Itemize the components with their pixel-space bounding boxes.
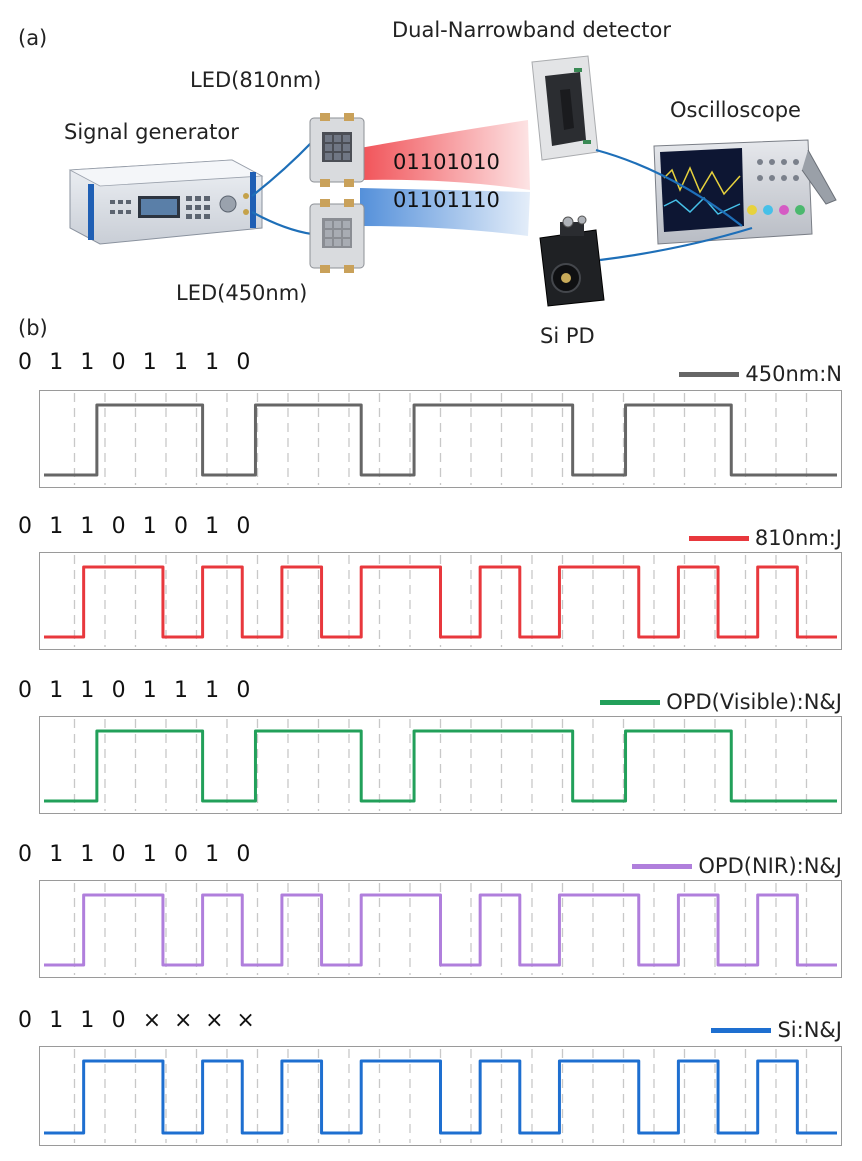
bit: 1 (142, 678, 157, 703)
blue-beam (360, 188, 530, 236)
legend-swatch (688, 535, 749, 541)
detector-icon (531, 55, 599, 161)
bit: × (236, 1008, 255, 1033)
legend-text: Si:N&J (777, 1018, 842, 1042)
legend-nir: OPD(NIR):N&J (632, 854, 842, 878)
bit: × (173, 1008, 193, 1033)
trace-nir-plot (44, 883, 837, 975)
bit: 0 (18, 842, 32, 867)
bit: 1 (205, 842, 220, 867)
oscilloscope-label: Oscilloscope (670, 98, 801, 122)
bit: 1 (205, 678, 220, 703)
red-beam (360, 120, 530, 190)
led-810-label: LED(810nm) (190, 68, 322, 92)
legend-810: 810nm:J (688, 526, 842, 550)
trace-visible-plot (44, 719, 837, 811)
setup-diagram (68, 55, 837, 307)
bit: 0 (18, 1008, 32, 1033)
bit: 0 (18, 678, 32, 703)
bit: 0 (111, 1008, 126, 1033)
bit: 1 (142, 842, 157, 867)
bit: 1 (142, 514, 157, 539)
bit: 0 (236, 350, 251, 375)
trace-box-si (39, 1046, 842, 1146)
trace-box-visible (39, 716, 842, 814)
legend-si: Si:N&J (711, 1018, 842, 1042)
bit: 1 (173, 678, 188, 703)
trace-line-t810 (44, 565, 837, 639)
bit: 1 (80, 350, 95, 375)
si-pd-icon (539, 215, 605, 307)
bit: × (205, 1008, 224, 1033)
bit: 1 (80, 842, 95, 867)
bit: 1 (205, 350, 220, 375)
panel-a-label: (a) (18, 26, 48, 50)
led-810-icon (309, 113, 365, 187)
trace-box-450 (39, 390, 842, 488)
detector-label: Dual-Narrowband detector (392, 18, 671, 42)
trace-line-tnir (44, 893, 837, 967)
panel-b-label: (b) (18, 316, 48, 340)
bit: × (142, 1008, 162, 1033)
bit: 1 (80, 1008, 95, 1033)
bit: 0 (173, 842, 188, 867)
code-red: 01101010 (393, 150, 500, 174)
legend-swatch (679, 371, 740, 377)
legend-text: OPD(Visible):N&J (666, 690, 842, 714)
bit: 0 (236, 842, 251, 867)
trace-si-plot (44, 1049, 837, 1143)
oscilloscope-icon (653, 139, 837, 245)
led-450-label: LED(450nm) (176, 281, 308, 305)
trace-line-t450 (44, 403, 837, 477)
legend-450: 450nm:N (679, 362, 842, 386)
bit: 0 (111, 514, 126, 539)
bit: 0 (111, 350, 126, 375)
led-450-icon (309, 199, 365, 273)
bit: 0 (236, 514, 251, 539)
bit: 1 (49, 1008, 64, 1033)
signal-generator-icon (68, 159, 264, 245)
legend-swatch (600, 699, 661, 705)
bit: 1 (49, 842, 64, 867)
bit: 0 (236, 678, 251, 703)
code-blue: 01101110 (393, 188, 500, 212)
bit: 1 (80, 514, 95, 539)
bit: 1 (205, 514, 220, 539)
legend-text: OPD(NIR):N&J (698, 854, 842, 878)
legend-visible: OPD(Visible):N&J (600, 690, 842, 714)
legend-swatch (711, 1027, 772, 1033)
trace-line-tvis (44, 729, 837, 803)
bit: 1 (49, 350, 64, 375)
bit: 1 (49, 678, 64, 703)
bit: 1 (49, 514, 64, 539)
signal-generator-label: Signal generator (64, 120, 239, 144)
bit: 0 (18, 514, 32, 539)
trace-box-810 (39, 552, 842, 650)
bit: 0 (173, 514, 188, 539)
legend-text: 810nm:J (754, 526, 842, 550)
bit: 0 (111, 842, 126, 867)
bit: 0 (111, 678, 126, 703)
trace-box-nir (39, 880, 842, 978)
trace-line-tsi (44, 1059, 837, 1135)
legend-text: 450nm:N (745, 362, 842, 386)
bit: 1 (80, 678, 95, 703)
bit: 1 (142, 350, 157, 375)
trace-450-plot (44, 393, 837, 485)
si-pd-label: Si PD (540, 324, 595, 348)
legend-swatch (632, 863, 693, 869)
trace-810-plot (44, 555, 837, 647)
bit: 0 (18, 350, 32, 375)
bit: 1 (173, 350, 188, 375)
